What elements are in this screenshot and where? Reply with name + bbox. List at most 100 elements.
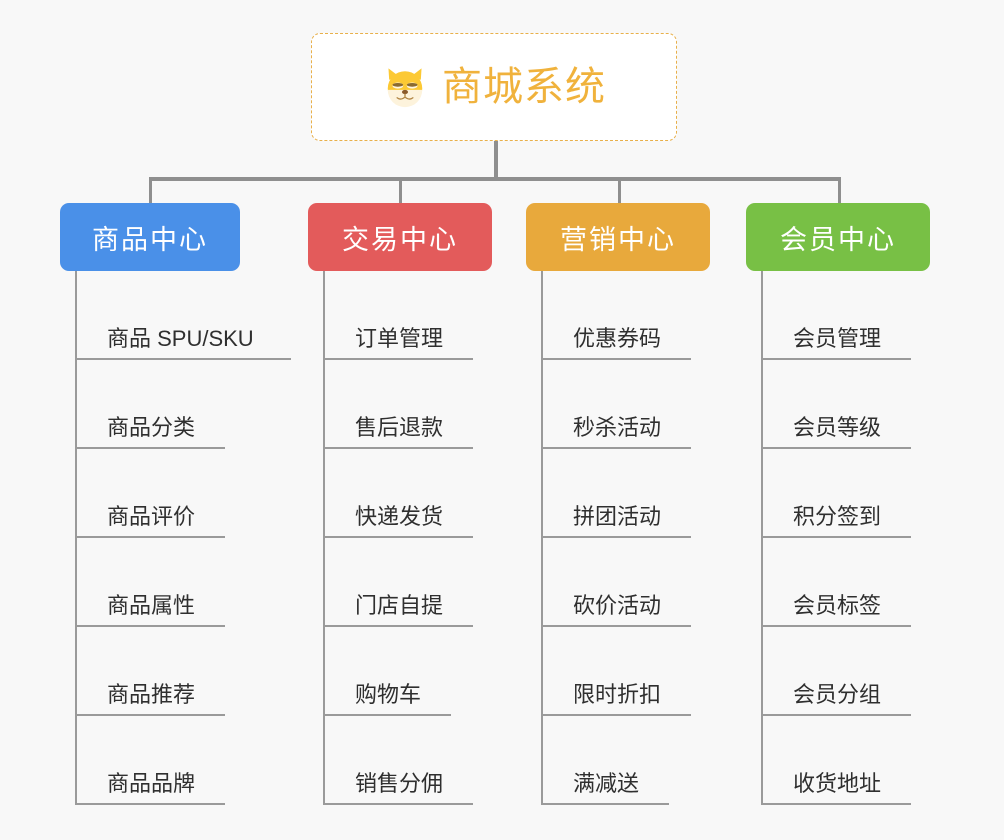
item-underline <box>761 803 911 805</box>
list-item[interactable]: 销售分佣 <box>323 716 507 805</box>
branch-trunk-line <box>75 271 77 805</box>
shiba-dog-face-icon <box>387 68 423 108</box>
branch-trunk-line <box>541 271 543 805</box>
item-label: 销售分佣 <box>355 771 444 796</box>
item-label: 商品推荐 <box>107 682 196 707</box>
category-box[interactable]: 交易中心 <box>308 203 492 271</box>
branch-trunk-line <box>323 271 325 805</box>
item-underline <box>761 625 911 627</box>
item-underline <box>75 447 225 449</box>
item-underline <box>323 358 473 360</box>
item-label: 售后退款 <box>355 415 444 440</box>
list-item[interactable]: 会员分组 <box>761 627 945 716</box>
item-label: 商品分类 <box>107 415 196 440</box>
drop-connector-2 <box>399 177 402 203</box>
list-item[interactable]: 订单管理 <box>323 271 507 360</box>
item-underline <box>541 625 691 627</box>
list-item[interactable]: 收货地址 <box>761 716 945 805</box>
item-underline <box>323 447 473 449</box>
list-item[interactable]: 会员等级 <box>761 360 945 449</box>
list-item[interactable]: 限时折扣 <box>541 627 725 716</box>
list-item[interactable]: 砍价活动 <box>541 538 725 627</box>
list-item[interactable]: 优惠券码 <box>541 271 725 360</box>
drop-connector-1 <box>149 177 152 203</box>
category-label: 商品中心 <box>92 224 208 255</box>
item-underline <box>541 803 669 805</box>
root-title: 商城系统 <box>442 65 606 109</box>
list-item[interactable]: 门店自提 <box>323 538 507 627</box>
item-label: 秒杀活动 <box>573 415 662 440</box>
item-label: 购物车 <box>355 682 422 707</box>
list-item[interactable]: 秒杀活动 <box>541 360 725 449</box>
horizontal-bus-connector <box>149 177 840 181</box>
item-underline <box>541 358 691 360</box>
item-label: 拼团活动 <box>573 504 662 529</box>
category-label: 营销中心 <box>560 224 676 255</box>
drop-connector-3 <box>618 177 621 203</box>
item-label: 优惠券码 <box>573 326 662 351</box>
list-item[interactable]: 商品品牌 <box>75 716 255 805</box>
drop-connector-4 <box>838 177 841 203</box>
item-underline <box>541 536 691 538</box>
list-item[interactable]: 购物车 <box>323 627 507 716</box>
branch-member-center: 会员中心 会员管理 会员等级 积分签到 会员标签 会员分组 <box>746 203 930 805</box>
branch-item-list: 会员管理 会员等级 积分签到 会员标签 会员分组 收货地址 <box>761 271 945 805</box>
item-underline <box>761 536 911 538</box>
item-underline <box>75 625 225 627</box>
item-label: 门店自提 <box>355 593 444 618</box>
item-underline <box>761 358 911 360</box>
item-underline <box>323 803 473 805</box>
item-label: 会员管理 <box>793 326 882 351</box>
item-label: 会员等级 <box>793 415 882 440</box>
category-label: 会员中心 <box>780 224 896 255</box>
item-label: 收货地址 <box>793 771 882 796</box>
item-underline <box>75 803 225 805</box>
root-stem-connector <box>494 141 498 179</box>
item-label: 订单管理 <box>355 326 444 351</box>
item-underline <box>541 714 691 716</box>
item-underline <box>761 714 911 716</box>
branch-item-list: 商品 SPU/SKU 商品分类 商品评价 商品属性 商品推荐 商品品牌 <box>75 271 291 805</box>
item-underline <box>75 536 225 538</box>
branch-product-center: 商品中心 商品 SPU/SKU 商品分类 商品评价 商品属性 商品推荐 <box>60 203 291 805</box>
item-underline <box>541 447 691 449</box>
item-label: 商品属性 <box>107 593 196 618</box>
list-item[interactable]: 积分签到 <box>761 449 945 538</box>
list-item[interactable]: 会员管理 <box>761 271 945 360</box>
item-label: 商品评价 <box>107 504 196 529</box>
item-label: 满减送 <box>573 771 640 796</box>
branch-trunk-line <box>761 271 763 805</box>
list-item[interactable]: 商品 SPU/SKU <box>75 271 291 360</box>
category-box[interactable]: 营销中心 <box>526 203 710 271</box>
item-label: 限时折扣 <box>573 682 662 707</box>
item-label: 商品品牌 <box>107 771 196 796</box>
list-item[interactable]: 拼团活动 <box>541 449 725 538</box>
list-item[interactable]: 商品分类 <box>75 360 255 449</box>
list-item[interactable]: 商品推荐 <box>75 627 255 716</box>
list-item[interactable]: 满减送 <box>541 716 725 805</box>
root-node[interactable]: 商城系统 <box>311 33 677 141</box>
category-box[interactable]: 商品中心 <box>60 203 240 271</box>
item-label: 积分签到 <box>793 504 882 529</box>
item-underline <box>75 358 291 360</box>
item-label: 快递发货 <box>355 504 444 529</box>
item-label: 会员标签 <box>793 593 882 618</box>
list-item[interactable]: 快递发货 <box>323 449 507 538</box>
branch-trade-center: 交易中心 订单管理 售后退款 快递发货 门店自提 购物车 <box>308 203 492 805</box>
list-item[interactable]: 商品属性 <box>75 538 255 627</box>
item-underline <box>323 714 451 716</box>
category-label: 交易中心 <box>342 224 458 255</box>
item-label: 商品 SPU/SKU <box>107 326 254 351</box>
list-item[interactable]: 商品评价 <box>75 449 255 538</box>
item-underline <box>323 625 473 627</box>
item-underline <box>323 536 473 538</box>
item-label: 会员分组 <box>793 682 882 707</box>
list-item[interactable]: 售后退款 <box>323 360 507 449</box>
branch-item-list: 订单管理 售后退款 快递发货 门店自提 购物车 销售分佣 <box>323 271 507 805</box>
item-label: 砍价活动 <box>573 593 662 618</box>
category-box[interactable]: 会员中心 <box>746 203 930 271</box>
branch-item-list: 优惠券码 秒杀活动 拼团活动 砍价活动 限时折扣 满减送 <box>541 271 725 805</box>
list-item[interactable]: 会员标签 <box>761 538 945 627</box>
item-underline <box>761 447 911 449</box>
